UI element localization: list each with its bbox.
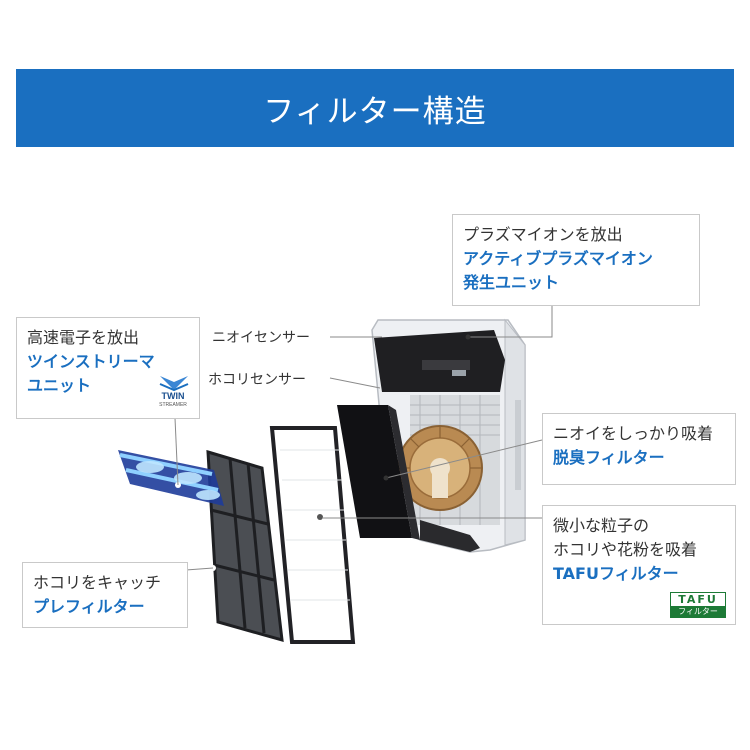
callout-streamer-line2: ツインストリーマ — [27, 352, 155, 371]
twin-streamer-unit — [118, 450, 224, 506]
label-odor-sensor: ニオイセンサー — [212, 330, 310, 346]
callout-deodorizing-filter: ニオイをしっかり吸着 脱臭フィルター — [542, 413, 736, 485]
leader-lines — [174, 305, 553, 571]
deodorizing-filter-panel — [337, 405, 420, 540]
callout-deodor-line1: ニオイをしっかり吸着 — [553, 424, 714, 443]
air-purifier-body — [371, 318, 526, 553]
leader-dots — [383, 334, 471, 481]
tafu-filter-panel — [269, 426, 356, 644]
label-dust-sensor: ホコリセンサー — [208, 372, 306, 388]
section-title-banner: フィルター構造 — [16, 69, 734, 147]
pre-filter-panel — [206, 449, 284, 643]
twin-streamer-logo: TWIN STREAMER — [159, 376, 189, 408]
callout-plasma-line1: プラズマイオンを放出 — [463, 225, 623, 244]
callout-twin-streamer: 高速電子を放出 ツインストリーマ ユニット — [16, 317, 200, 419]
tafu-logo-word: TAFU — [671, 593, 725, 606]
twin-logo-sub: STREAMER — [159, 402, 187, 408]
section-title: フィルター構造 — [263, 93, 487, 130]
callout-prefilter-line1: ホコリをキャッチ — [33, 573, 162, 592]
callout-deodor-line2: 脱臭フィルター — [553, 448, 665, 467]
callout-plasma-line2: アクティブプラズマイオン — [463, 249, 653, 268]
twin-logo-word: TWIN — [162, 391, 185, 401]
callout-prefilter-line2: プレフィルター — [33, 597, 145, 616]
callout-tafu-line2: ホコリや花粉を吸着 — [553, 540, 698, 559]
callout-tafu-line1: 微小な粒子の — [553, 516, 650, 535]
tafu-filter-logo: TAFU フィルター — [670, 592, 726, 618]
callout-streamer-line1: 高速電子を放出 — [27, 328, 140, 347]
callout-tafu-line3: TAFUフィルター — [553, 564, 679, 583]
callout-pre-filter: ホコリをキャッチ プレフィルター — [22, 562, 188, 628]
tafu-logo-sub: フィルター — [671, 606, 725, 617]
callout-plasma-ion-unit: プラズマイオンを放出 アクティブプラズマイオン 発生ユニット — [452, 214, 700, 306]
callout-plasma-line3: 発生ユニット — [463, 273, 560, 292]
callout-streamer-line3: ユニット — [27, 376, 92, 395]
